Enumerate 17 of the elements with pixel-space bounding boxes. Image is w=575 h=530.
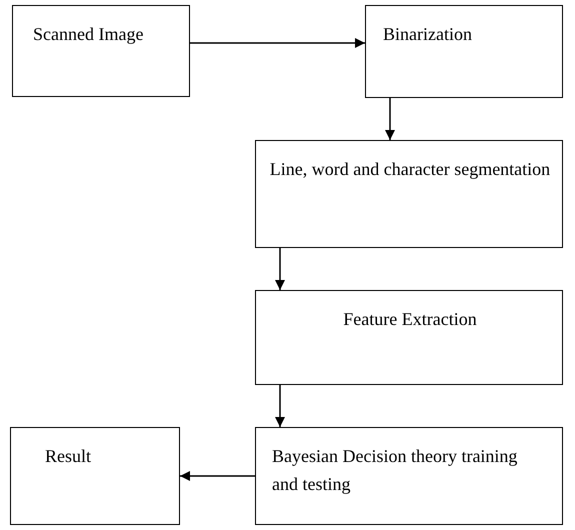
box-label: Bayesian Decision theory training and testing xyxy=(272,445,518,496)
box-label: Result xyxy=(45,445,92,468)
arrow xyxy=(190,38,365,48)
box-label: Feature Extraction xyxy=(342,308,478,331)
process-box xyxy=(12,5,190,97)
arrow xyxy=(180,471,255,481)
arrow xyxy=(385,98,395,140)
box-label: Line, word and character segmentation xyxy=(268,158,552,181)
box-label: Binarization xyxy=(383,23,473,46)
process-box xyxy=(255,290,563,385)
process-box xyxy=(255,427,563,525)
arrow xyxy=(275,248,285,290)
box-label: Scanned Image xyxy=(33,23,144,46)
process-box xyxy=(365,5,563,98)
process-box xyxy=(10,427,180,525)
arrow xyxy=(275,385,285,427)
process-box xyxy=(255,140,563,248)
